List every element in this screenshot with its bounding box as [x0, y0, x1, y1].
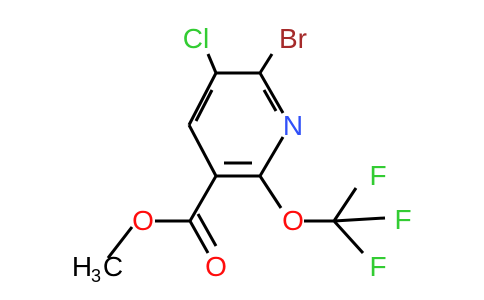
- atom-label-oxygen-carbonyl: O: [205, 251, 227, 282]
- bond-group: [106, 53, 386, 259]
- atom-label-fluorine-2: F: [394, 204, 411, 235]
- atom-label-bromine: Br: [279, 23, 307, 54]
- bond-oester-methyl: [106, 226, 134, 259]
- bond-c5-c4: [187, 124, 218, 177]
- atom-label-fluorine-1: F: [369, 160, 386, 191]
- atom-label-nitrogen: N: [283, 110, 303, 141]
- bond-c3-cl: [206, 53, 218, 74]
- bond-c6-oring: [258, 175, 283, 209]
- bond-ccarbonyl-ocarbonyl: [188, 220, 210, 254]
- atom-label-fluorine-3: F: [369, 251, 386, 282]
- atom-label-oxygen-ester: O: [132, 205, 154, 236]
- atom-label-chlorine: Cl: [183, 23, 209, 54]
- bond-c2-n: [258, 72, 285, 114]
- bond-c3-c4-double: [194, 89, 214, 122]
- bond-c5-ccarbonyl: [188, 175, 218, 222]
- bond-c2-br: [258, 53, 274, 74]
- atom-label-methyl-subscript: 3: [91, 266, 101, 286]
- atom-label-oxygen-ring: O: [282, 205, 304, 236]
- bond-c3-c4: [187, 72, 218, 126]
- bond-ccarbonyl-ocarbonyl-double: [196, 213, 218, 247]
- atom-label-methyl-hydrogen: H: [72, 251, 92, 282]
- bond-n-c6: [258, 136, 285, 177]
- bond-c2-n-double: [262, 89, 278, 112]
- atom-label-group: Cl Br N O O O F F F H 3 C: [72, 23, 412, 286]
- atom-label-methyl-carbon: C: [103, 251, 123, 282]
- bond-ccf3-f1: [332, 187, 358, 222]
- bond-ccf3-f3: [332, 219, 365, 255]
- bond-ccf3-f2: [333, 216, 386, 223]
